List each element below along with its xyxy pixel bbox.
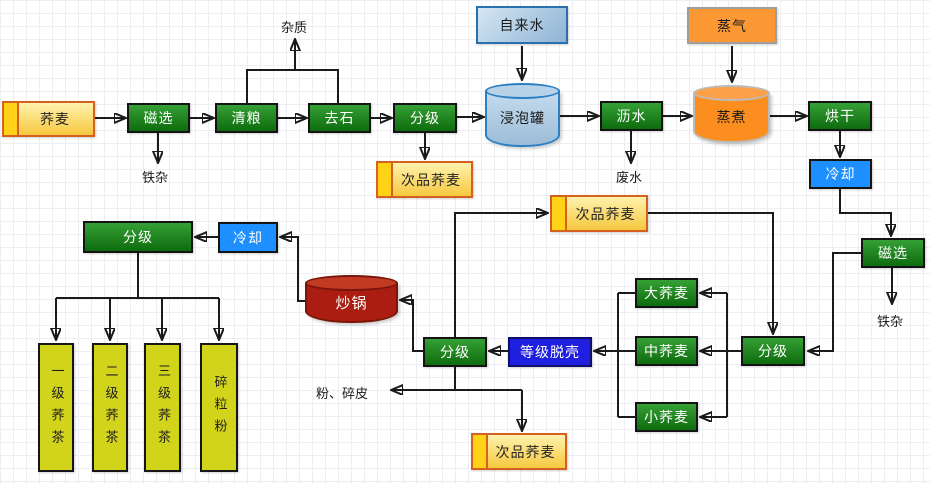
connector-cipin2-fenji2: [648, 212, 773, 333]
node-label: 等级脱壳: [520, 345, 580, 361]
node-label: 荞麦: [40, 112, 70, 128]
node-daqiaomai: 大荞麦: [635, 278, 698, 308]
node-label: 次品荞麦: [495, 444, 556, 461]
connector-fenji3-cipin2: [454, 213, 547, 337]
label-feishui: 废水: [616, 171, 643, 186]
cylinder-body: 浸泡罐: [485, 91, 560, 147]
node-zhengzhu: 蒸煮: [693, 85, 770, 143]
node-label: 次品荞麦: [401, 172, 461, 189]
label-tiezha2: 铁杂: [877, 315, 904, 330]
cylinder-top: [485, 83, 560, 99]
doc-strip: [378, 163, 393, 196]
node-cipin3: 次品荞麦: [471, 433, 567, 470]
label-zazhi: 杂质: [281, 21, 308, 36]
node-sanji: 三级荞茶: [144, 343, 181, 472]
node-label: 次品荞麦: [575, 206, 636, 223]
connector-fenji3-chaoguo: [401, 300, 423, 352]
node-cixuan2: 磁选: [861, 238, 925, 268]
node-zilaishui: 自来水: [476, 6, 568, 44]
node-label: 分级: [758, 344, 788, 360]
node-zhongqiaomai: 中荞麦: [635, 336, 698, 366]
doc-strip: [4, 103, 19, 135]
node-label: 去石: [324, 111, 355, 127]
node-tuoke: 等级脱壳: [508, 337, 592, 367]
node-label: 冷却: [233, 230, 263, 247]
cylinder-body: 蒸煮: [693, 93, 770, 143]
node-lengque2: 冷却: [218, 222, 278, 253]
node-xiaoqiaomai: 小荞麦: [635, 402, 698, 432]
node-yiji: 一级荞茶: [38, 343, 74, 472]
node-cipin1: 次品荞麦: [376, 161, 473, 198]
node-label: 磁选: [878, 246, 908, 262]
node-label: 清粮: [231, 111, 262, 127]
node-label: 沥水: [616, 109, 647, 125]
node-qingliang: 清粮: [215, 103, 278, 133]
node-label: 炒锅: [335, 293, 368, 312]
node-lishui: 沥水: [600, 101, 663, 131]
cylinder-top: [305, 275, 398, 291]
node-fenji3: 分级: [423, 337, 487, 367]
node-label: 分级: [410, 111, 440, 127]
node-label: 冷却: [825, 167, 856, 183]
connector-chaoguo-lengque2: [281, 237, 305, 302]
node-fenji2: 分级: [741, 336, 805, 366]
node-label: 磁选: [143, 111, 174, 127]
node-qushi: 去石: [308, 103, 371, 133]
node-label: 小荞麦: [644, 410, 689, 426]
connector-zazhi-bracket: [246, 69, 339, 103]
connector-cixuan2-fenji2: [809, 252, 861, 351]
node-label: 蒸气: [717, 18, 747, 35]
node-qiaomai: 荞麦: [2, 101, 95, 137]
node-jinpaoguan: 浸泡罐: [485, 83, 560, 147]
node-cixuan1: 磁选: [127, 103, 190, 133]
node-label: 分级: [440, 345, 470, 361]
node-label: 浸泡罐: [500, 111, 545, 127]
node-label: 分级: [123, 230, 153, 246]
node-label: 二级荞茶: [102, 363, 118, 452]
node-fenji1: 分级: [393, 103, 457, 133]
cylinder-top: [693, 85, 770, 101]
node-label: 烘干: [825, 109, 855, 125]
node-honggan: 烘干: [808, 101, 872, 131]
label-tiezha1: 铁杂: [142, 171, 169, 186]
connector-fenji4-distributor: [56, 253, 219, 299]
node-zhengqi: 蒸气: [687, 7, 777, 44]
connector-fenji2-stub: [726, 293, 741, 417]
node-label: 碎粒粉: [211, 374, 227, 441]
node-label: 蒸煮: [716, 110, 747, 126]
node-label: 自来水: [499, 18, 545, 34]
label-fensuipi: 粉、碎皮: [316, 387, 369, 402]
connector-lengque1-cixuan2: [839, 189, 891, 235]
node-erji: 二级荞茶: [92, 343, 128, 472]
node-label: 一级荞茶: [48, 363, 64, 452]
node-label: 大荞麦: [644, 286, 689, 302]
doc-strip: [473, 435, 488, 468]
node-label: 三级荞茶: [155, 363, 170, 452]
node-lengque1: 冷却: [809, 159, 872, 189]
node-suilifen: 碎粒粉: [200, 343, 238, 472]
node-chaoguo: 炒锅: [305, 275, 398, 323]
node-label: 中荞麦: [644, 344, 689, 360]
node-cipin2: 次品荞麦: [550, 195, 648, 232]
node-fenji4: 分级: [83, 221, 193, 253]
doc-strip: [552, 197, 567, 230]
connector-sizes-collect: [617, 292, 635, 418]
connector-fenji3-bottom: [454, 367, 522, 391]
